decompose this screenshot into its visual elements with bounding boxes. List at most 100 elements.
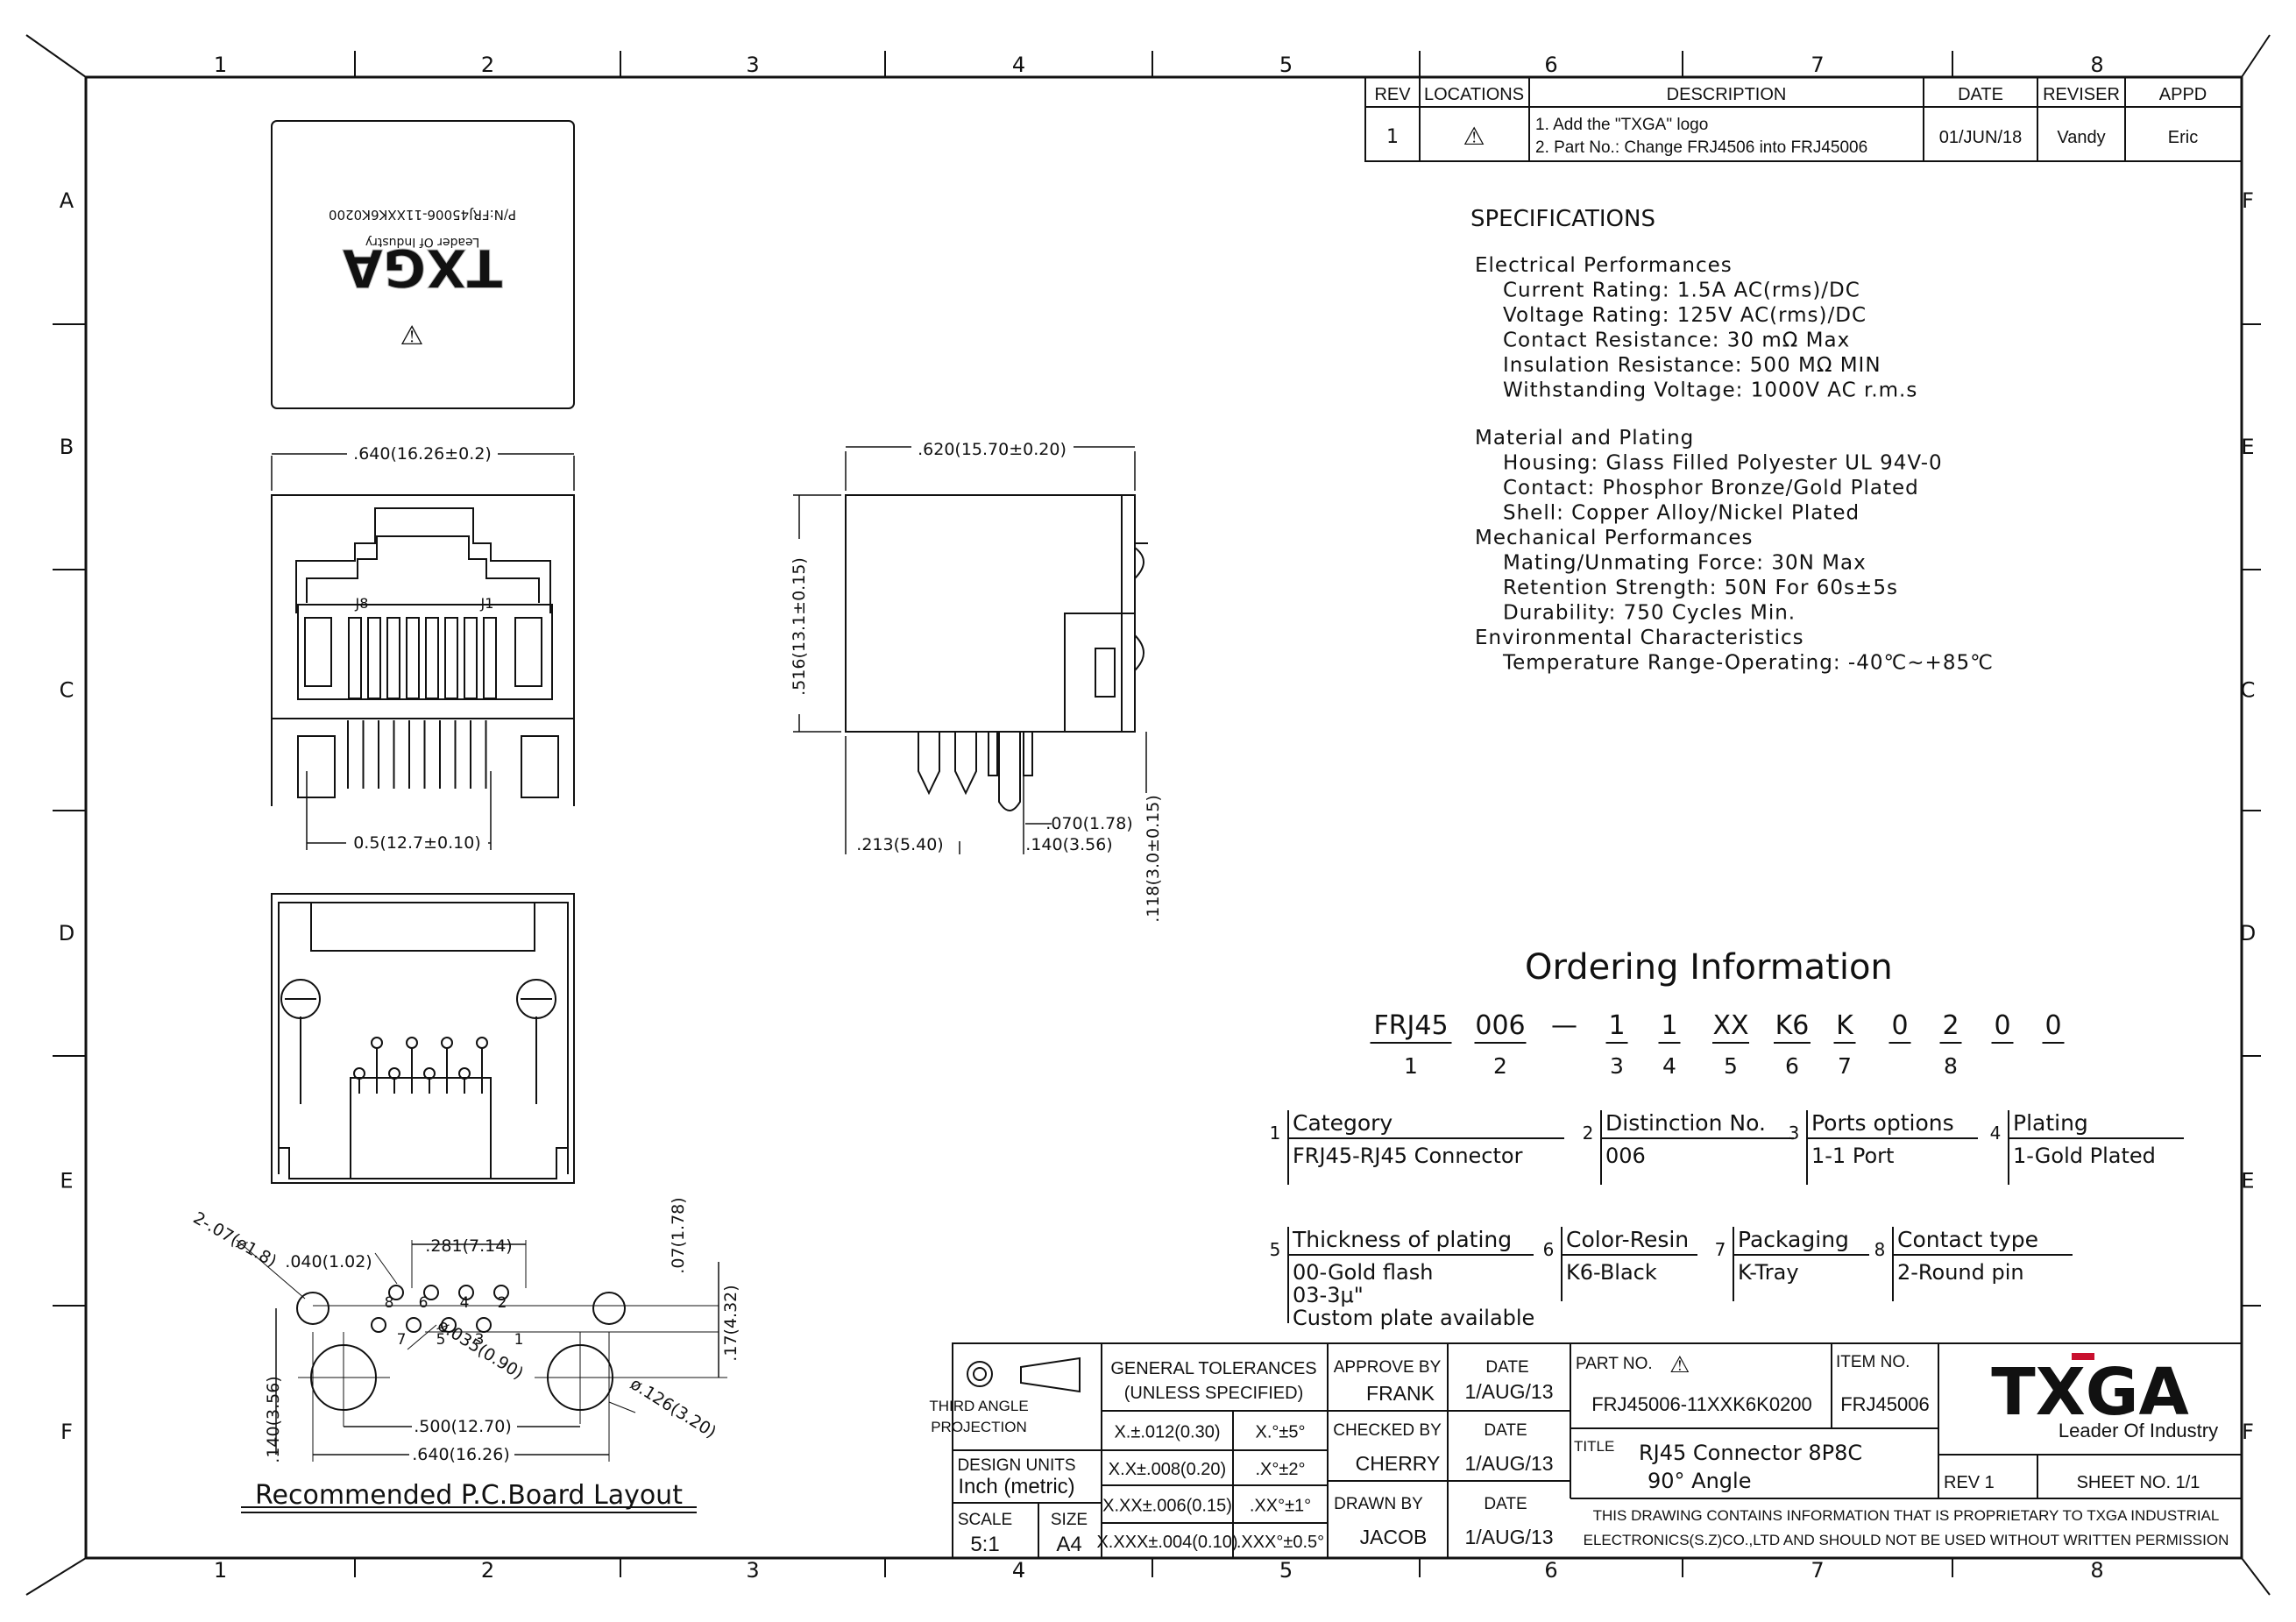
ordering-field-number: 5 [1270,1239,1281,1260]
checked-label: CHECKED BY [1333,1421,1442,1440]
spec-line: Electrical Performances [1475,254,1733,277]
warning-icon: ⚠ [1463,122,1485,151]
zone-row-label: E [2241,435,2254,459]
corner-line [2241,1557,2271,1596]
pcb-pin-number: 1 [514,1331,524,1349]
reviser-header: REVISER [2043,85,2120,104]
pcb-pin-number: 4 [460,1294,470,1312]
pcb-layout [236,1239,727,1513]
zone-row-label: C [2241,678,2256,703]
pin-j8-label: J8 [355,595,369,612]
contact-blade [425,617,439,699]
zone-column-label: 5 [1279,1558,1293,1583]
zone-column-label: 6 [1544,53,1557,77]
spec-line: Mechanical Performances [1475,527,1753,549]
spec-line: Housing: Glass Filled Polyester UL 94V-0 [1503,452,1943,475]
rev-reviser: Vandy [2057,128,2105,147]
zone-column-label: 2 [481,53,494,77]
zone-column-label: 8 [2090,53,2103,77]
revision-table: REV LOCATIONS DESCRIPTION DATE REVISER A… [1364,76,2243,162]
zone-row-label: E [2241,1169,2254,1193]
ordering-field-number: 8 [1874,1239,1886,1260]
pcb-pin-hole [423,1285,439,1300]
ordering-field-value: 2-Round pin [1897,1260,2024,1285]
contact-blade [406,617,420,699]
ordering-code-segment: K6 [1775,1010,1810,1041]
front-width-dim: .640(16.26±0.2) [353,444,492,464]
corner-line [25,1557,87,1596]
scale-label: SCALE [958,1511,1012,1529]
pcb-pin-hole [388,1285,404,1300]
side-height-dim: .516(13.1±0.15) [790,557,809,696]
ordering-field-name: Packaging [1738,1227,1849,1252]
zone-column-label: 6 [1544,1558,1557,1583]
rev-header: REV [1374,85,1411,104]
angular-tolerance: .X°±2° [1256,1460,1306,1479]
label-part-number: P/N:FRJ45006-11XXK6K0200 [329,207,516,223]
dim-mask [911,438,1074,461]
corner-line [2241,34,2271,78]
pcb-pin-hole [371,1317,386,1333]
ordering-code-segment: XX [1712,1010,1748,1041]
ordering-field-number: 4 [1990,1123,2002,1144]
zone-row-label: B [60,435,74,459]
pcb-pin-hole [476,1317,492,1333]
part-no-label: PART NO. [1576,1355,1653,1373]
bottom-pin [441,1037,453,1049]
item-no-value: FRJ45006 [1840,1393,1930,1415]
zone-row-label: A [60,188,74,213]
ordering-code-segment: 1 [1608,1010,1625,1041]
ordering-code-segment: K [1836,1010,1854,1041]
ordering-field-name: Contact type [1897,1227,2038,1252]
pcb-pin-number: 5 [436,1331,446,1349]
pcb-035-dim: ø.035(0.90) [434,1315,527,1384]
bottom-pin [371,1037,383,1049]
pcb-pin-number: 3 [475,1331,485,1349]
ordering-field-value: 00-Gold flash [1293,1260,1433,1285]
label-logo: TXGA [342,237,502,298]
ordering-field-value: K6-Black [1566,1260,1657,1285]
title-line2: 90° Angle [1648,1469,1751,1493]
zone-column-label: 1 [214,53,227,77]
checked-date-label: DATE [1484,1421,1527,1440]
drawn-label: DRAWN BY [1334,1495,1423,1513]
spec-line: Mating/Unmating Force: 30N Max [1503,552,1867,575]
ordering-code-segment: 006 [1475,1010,1525,1041]
drawing-frame [84,75,2243,1560]
spec-line: Contact: Phosphor Bronze/Gold Plated [1503,477,1919,499]
ordering-field-value: K-Tray [1738,1260,1799,1285]
linear-tolerance: X.X±.008(0.20) [1109,1460,1226,1479]
zone-column-label: 3 [746,1558,759,1583]
zone-row-label: C [60,678,74,703]
front-view-contacts [348,617,497,699]
zone-column-label: 5 [1279,53,1293,77]
ordering-field-name: Color-Resin [1566,1227,1689,1252]
logo-accent [2072,1353,2094,1360]
ordering-code-index: 7 [1838,1053,1852,1079]
checked-date: 1/AUG/13 [1465,1452,1554,1475]
front-view [271,453,575,850]
angular-tolerance: X.°±5° [1256,1423,1306,1442]
zone-row-label: F [2242,188,2254,213]
part-no-value: FRJ45006-11XXK6K0200 [1591,1393,1812,1415]
side-140-dim: .140(3.56) [1025,835,1112,854]
pcb-pin-hole [406,1317,422,1333]
corner-line [25,34,87,78]
approve-name: FRANK [1366,1382,1435,1405]
ordering-field-number: 6 [1543,1239,1555,1260]
ordering-field-value: 006 [1605,1144,1646,1168]
dim-mask [412,1416,517,1437]
ordering-field-name: Category [1293,1110,1392,1136]
spec-line: Current Rating: 1.5A AC(rms)/DC [1503,280,1860,302]
zone-column-label: 3 [746,53,759,77]
title-line1: RJ45 Connector 8P8C [1639,1441,1862,1465]
drawn-date: 1/AUG/13 [1465,1526,1554,1548]
zone-row-label: F [60,1420,73,1444]
pcb-pin-number: 7 [397,1331,407,1349]
locations-header: LOCATIONS [1424,85,1524,104]
front-view-pins [347,720,487,789]
